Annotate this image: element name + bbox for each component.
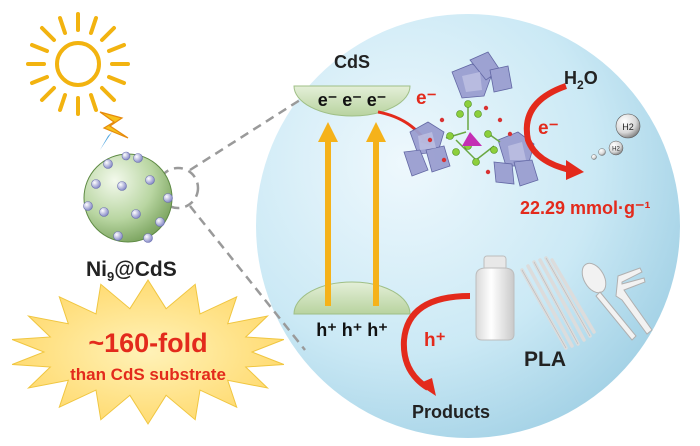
ni9-cluster-icon — [403, 51, 539, 187]
oxidation-arrow — [400, 293, 471, 391]
cds-label: CdS — [334, 52, 370, 72]
catalyst-particle — [83, 151, 173, 243]
vb-holes: h⁺ h⁺ h⁺ — [316, 320, 388, 340]
burst-substrate-text: than CdS substrate — [70, 365, 226, 384]
lightning-bolt-icon — [99, 111, 129, 150]
fold-burst — [11, 279, 285, 425]
h2-bubble-small: H2 — [608, 140, 624, 156]
reduction-arrow — [523, 83, 571, 173]
transfer-electron-label: e⁻ — [416, 88, 437, 109]
excitation-arrows — [318, 122, 386, 306]
sun-icon — [26, 12, 130, 116]
products-label: Products — [412, 402, 490, 422]
h2-bubble-large: H2 — [615, 113, 641, 139]
svg-text:H2: H2 — [622, 122, 634, 132]
oxidation-hole-label: h⁺ — [424, 330, 446, 351]
reaction-sphere — [256, 14, 680, 438]
catalyst-label: Ni9@CdS — [86, 258, 177, 284]
valence-band — [293, 281, 411, 315]
bottle-icon — [475, 255, 515, 341]
burst-fold-text: ~160-fold — [88, 328, 207, 358]
conduction-band — [293, 85, 411, 117]
water-label: H2O — [564, 68, 598, 92]
cb-electrons: e⁻ e⁻ e⁻ — [318, 90, 387, 110]
reduction-electron-label: e⁻ — [538, 118, 559, 139]
svg-text:H2: H2 — [612, 147, 620, 153]
pla-label: PLA — [524, 348, 566, 371]
cutlery-icon — [581, 262, 653, 341]
h2-rate: 22.29 mmol·g⁻¹ — [520, 198, 651, 218]
